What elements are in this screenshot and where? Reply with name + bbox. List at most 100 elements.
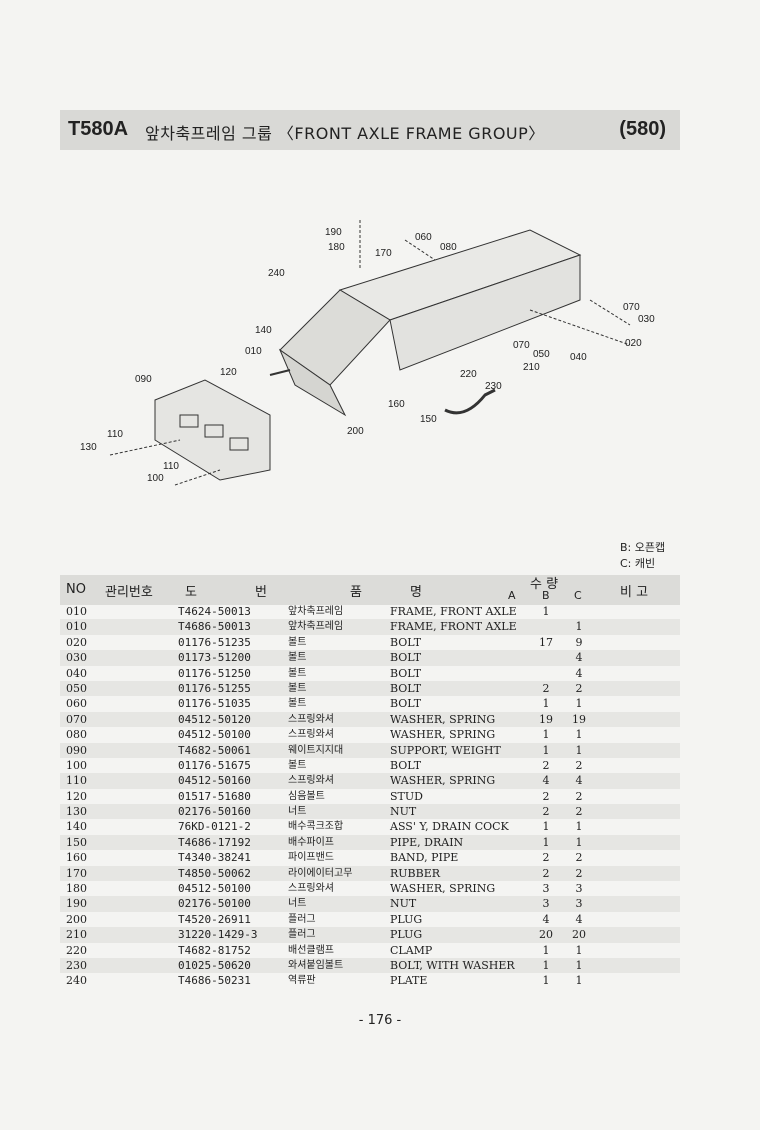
cell-b: 4 xyxy=(542,774,550,788)
cell-c: 1 xyxy=(575,835,583,849)
cell-b: 3 xyxy=(542,882,550,896)
cell-c: 1 xyxy=(575,958,583,972)
callout-150: 150 xyxy=(420,414,437,425)
cell-eng: NUT xyxy=(390,805,417,819)
cell-eng: FRAME, FRONT AXLE xyxy=(390,605,517,618)
cell-kor: 볼트 xyxy=(288,652,307,664)
callout-140: 140 xyxy=(255,325,272,336)
cell-part: 04512-50120 xyxy=(178,712,251,726)
cell-no: 030 xyxy=(66,651,87,665)
cell-no: 050 xyxy=(66,681,87,695)
cell-c: 4 xyxy=(575,912,583,926)
cell-c: 2 xyxy=(575,789,583,803)
table-header: NO 관리번호 도 번 품 명 수 량 A B C 비 고 xyxy=(60,575,680,605)
cell-eng: STUD xyxy=(390,789,423,803)
cell-kor: 플러그 xyxy=(288,929,316,941)
cell-c: 3 xyxy=(575,897,583,911)
legend-c: C: 캐빈 xyxy=(620,557,656,570)
cell-eng: PLATE xyxy=(390,974,428,988)
cell-eng: FRAME, FRONT AXLE xyxy=(390,620,517,634)
cell-part: 01176-51675 xyxy=(178,758,251,772)
cell-b: 2 xyxy=(542,805,550,819)
cell-eng: BOLT xyxy=(390,651,422,665)
cell-kor: 볼트 xyxy=(288,636,307,648)
cell-kor: 볼트 xyxy=(288,682,307,694)
cell-kor: 웨이트지지대 xyxy=(288,744,344,756)
cell-eng: ASS' Y, DRAIN COCK xyxy=(390,820,509,834)
cell-part: T4686-17192 xyxy=(178,835,251,849)
cell-no: 100 xyxy=(66,758,87,772)
cell-kor: 라이에이터고무 xyxy=(288,867,353,879)
col-item-1: 품 xyxy=(350,585,362,600)
callout-170: 170 xyxy=(375,248,392,259)
cell-kor: 배수파이프 xyxy=(288,836,334,848)
col-item-2: 명 xyxy=(410,585,422,600)
cell-c: 2 xyxy=(575,866,583,880)
cell-c: 20 xyxy=(572,928,586,942)
callout-090: 090 xyxy=(135,374,152,385)
cell-c: 2 xyxy=(575,758,583,772)
cell-eng: BOLT xyxy=(390,666,422,680)
cell-part: T4520-26911 xyxy=(178,912,251,926)
cell-c: 2 xyxy=(575,805,583,819)
callout-210: 210 xyxy=(523,362,540,373)
cell-part: 01517-51680 xyxy=(178,789,251,803)
cell-eng: PIPE, DRAIN xyxy=(390,835,464,849)
cell-part: 01176-51235 xyxy=(178,635,251,649)
cell-b: 1 xyxy=(542,697,550,711)
callout-040: 040 xyxy=(570,352,587,363)
cell-b: 1 xyxy=(542,958,550,972)
cell-kor: 와셔붙임볼트 xyxy=(288,959,344,971)
legend-b: B: 오픈캡 xyxy=(620,541,666,554)
cell-c: 1 xyxy=(575,728,583,742)
frame-block xyxy=(278,348,347,417)
cell-part: T4624-50013 xyxy=(178,605,251,618)
callout-110b: 110 xyxy=(163,461,179,472)
cell-no: 240 xyxy=(66,974,87,988)
cell-no: 210 xyxy=(66,928,87,942)
cell-b: 4 xyxy=(542,912,550,926)
page-header: T580A 앞차축프레임 그룹 〈FRONT AXLE FRAME GROUP〉… xyxy=(60,110,680,150)
callout-070b: 070 xyxy=(513,340,530,351)
cell-no: 120 xyxy=(66,789,87,803)
cell-part: T4682-81752 xyxy=(178,943,251,957)
cell-c: 1 xyxy=(575,743,583,757)
callout-030: 030 xyxy=(638,314,655,325)
cell-b: 19 xyxy=(539,712,553,726)
cell-c: 4 xyxy=(575,774,583,788)
cell-no: 110 xyxy=(66,774,87,788)
cell-no: 060 xyxy=(66,697,87,711)
cell-no: 010 xyxy=(66,605,87,618)
cell-b: 2 xyxy=(542,789,550,803)
cell-eng: BOLT xyxy=(390,697,422,711)
variant-legend: B: 오픈캡 C: 캐빈 xyxy=(620,540,665,572)
callout-070a: 070 xyxy=(623,302,640,313)
cell-no: 150 xyxy=(66,835,87,849)
cell-eng: BOLT xyxy=(390,681,422,695)
weight-support xyxy=(154,379,271,481)
cell-no: 180 xyxy=(66,882,87,896)
cell-part: 01173-51200 xyxy=(178,651,251,665)
cell-part: 02176-50100 xyxy=(178,897,251,911)
cell-eng: SUPPORT, WEIGHT xyxy=(390,743,501,757)
cell-c: 9 xyxy=(575,635,583,649)
col-no: NO xyxy=(66,582,86,597)
cell-eng: NUT xyxy=(390,897,417,911)
model-name: T580A xyxy=(68,118,129,140)
cell-eng: WASHER, SPRING xyxy=(390,712,496,726)
callout-110a: 110 xyxy=(107,429,123,440)
cell-part: T4686-50231 xyxy=(178,974,251,988)
cell-part: 01176-51250 xyxy=(178,666,251,680)
